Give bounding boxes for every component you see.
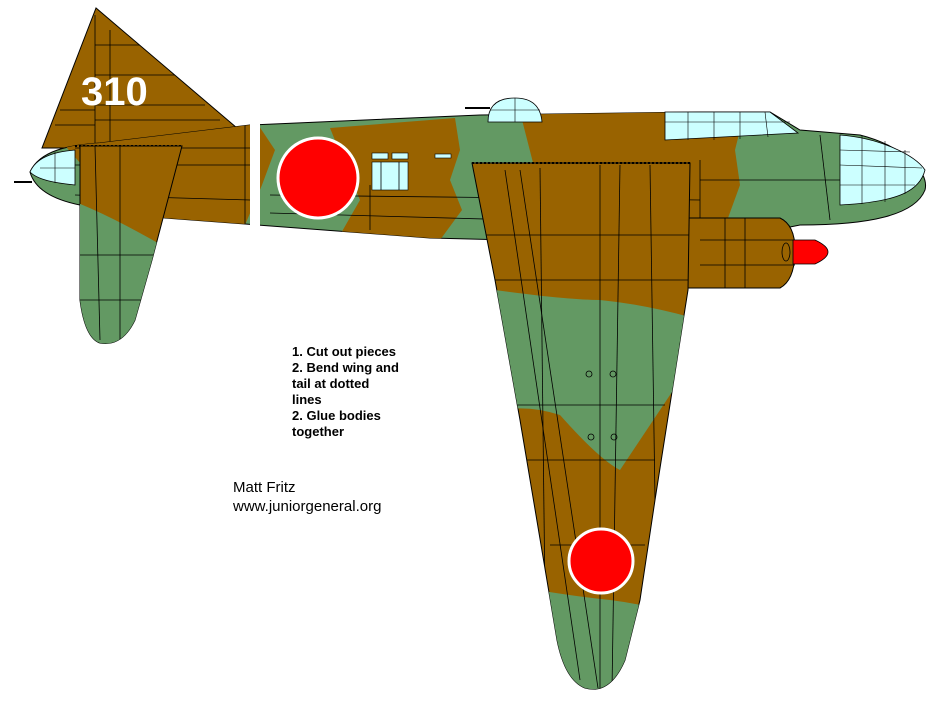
tail-number: 310 [81,70,148,114]
credit-block: Matt Fritz www.juniorgeneral.org [233,478,381,516]
wing [471,162,691,690]
fuselage-band [250,124,260,226]
instruction-step: 2. Glue bodies together [292,408,381,439]
instruction-step: 2. Bend wing and tail at dotted lines [292,360,399,407]
wing-roundel [567,527,635,595]
horizontal-stabilizer [79,145,183,345]
nose-glazing [839,134,926,206]
cockpit-canopy [664,111,800,141]
author-name: Matt Fritz [233,479,296,496]
instruction-step: 1. Cut out pieces [292,344,397,359]
website-link[interactable]: www.juniorgeneral.org [233,498,382,515]
tail-gun-glazing [29,149,76,186]
tail-fin: 310 [41,7,239,149]
assembly-instructions: 1. Cut out pieces 2. Bend wing and tail … [292,344,402,440]
side-windows [371,152,452,191]
fuselage-roundel [276,136,360,220]
propeller-spinner [792,239,829,265]
